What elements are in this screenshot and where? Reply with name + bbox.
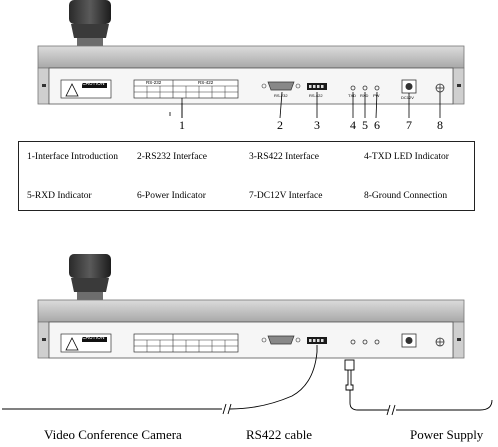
callout-leaders [169,91,441,119]
keyboard-rear-bottom [37,253,465,359]
legend-item-1: 1-Interface Introduction [27,152,118,162]
legend-item-5: 5-RXD Indicator [27,191,92,201]
legend-box [18,141,475,211]
legend-item-6: 6-Power Indicator [137,191,206,201]
rxd-led-label: RXD [360,93,369,98]
label-rs422-cable: RS422 cable [246,427,313,442]
rs232-port-label: RS-232 [274,93,288,98]
callout-4: 4 [350,118,356,132]
callout-6: 6 [374,118,380,132]
legend-item-2: 2-RS232 Interface [137,152,207,162]
legend-item-3: 3-RS422 Interface [249,152,319,162]
cable-lines [2,345,493,416]
rs422-table-header: RS-422 [198,80,214,85]
callout-8: 8 [437,118,443,132]
legend-item-7: 7-DC12V Interface [249,191,323,201]
callout-7: 7 [406,118,412,132]
callout-3: 3 [314,118,320,132]
dc-jack-label: DC12V [401,95,414,100]
callout-2: 2 [277,118,283,132]
callout-1: 1 [179,118,185,132]
rs232-table-header: RS-232 [146,80,162,85]
label-video-camera: Video Conference Camera [44,427,182,442]
rs422-port-label: RS-422 [309,93,323,98]
callout-5: 5 [362,118,368,132]
txd-led-label: TXD [348,93,356,98]
caution-label-bottom: CAUTION [82,335,105,341]
label-power-supply: Power Supply [410,427,484,442]
caution-label: CAUTION [82,81,105,87]
legend-item-4: 4-TXD LED Indicator [364,152,449,162]
legend-item-8: 8-Ground Connection [364,191,448,201]
keyboard-rear-top [37,0,465,105]
pw-led-label: PW [373,93,380,98]
